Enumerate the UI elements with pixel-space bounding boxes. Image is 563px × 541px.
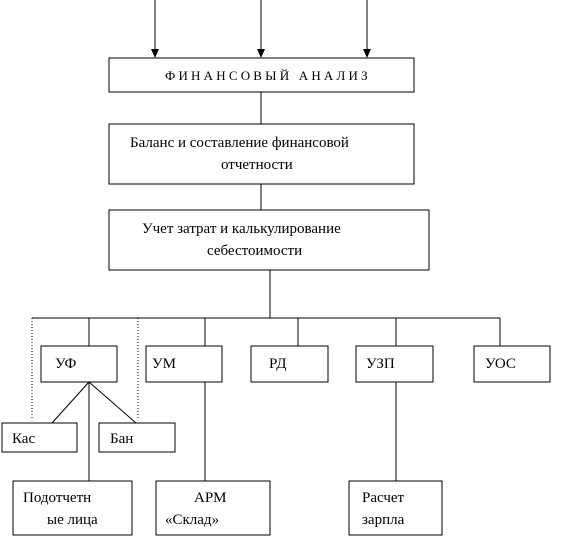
podotchet-label-line1: Подотчетн [23, 490, 91, 506]
arm-label-line1: АРМ [194, 490, 227, 506]
balance-label-line2: отчетности [221, 157, 293, 173]
unit-uzp-box [355, 345, 434, 383]
raschet-label-line2: зарпла [362, 512, 405, 528]
kas-box [1, 422, 78, 453]
unit-uzp-label: УЗП [366, 356, 395, 372]
ban-label: Бан [110, 431, 133, 447]
unit-um-box [145, 345, 223, 383]
cost-label-line1: Учет затрат и калькулирование [142, 221, 341, 237]
connector-uf-kas [51, 381, 90, 424]
arm-label-line2: «Склад» [165, 512, 219, 528]
kas-label: Кас [12, 431, 35, 447]
balance-label-line1: Баланс и составление финансовой [130, 135, 349, 151]
podotchet-box [12, 480, 133, 536]
uf-dotted-bracket [31, 318, 139, 420]
unit-um-label: УМ [152, 356, 176, 372]
unit-uos-label: УОС [485, 356, 516, 372]
balance-box [108, 123, 415, 185]
raschet-box [348, 480, 443, 536]
podotchet-label-line2: ые лица [47, 512, 98, 528]
unit-uf-label: УФ [55, 356, 77, 372]
ban-box [98, 422, 176, 453]
unit-uos-box [473, 345, 551, 383]
unit-rd-box [250, 345, 329, 383]
cost-box [108, 209, 430, 271]
cost-label-line2: себестоимости [207, 243, 302, 259]
incoming-arrows [151, 0, 371, 58]
raschet-label-line1: Расчет [362, 490, 405, 506]
root-box [108, 57, 415, 93]
connector-uf-ban [88, 381, 137, 424]
unit-uf-box [40, 345, 118, 383]
unit-rd-label: РД [269, 356, 286, 372]
root-label: ФИНАНСОВЫЙ АНАЛИЗ [165, 68, 371, 83]
arm-box [155, 480, 271, 536]
